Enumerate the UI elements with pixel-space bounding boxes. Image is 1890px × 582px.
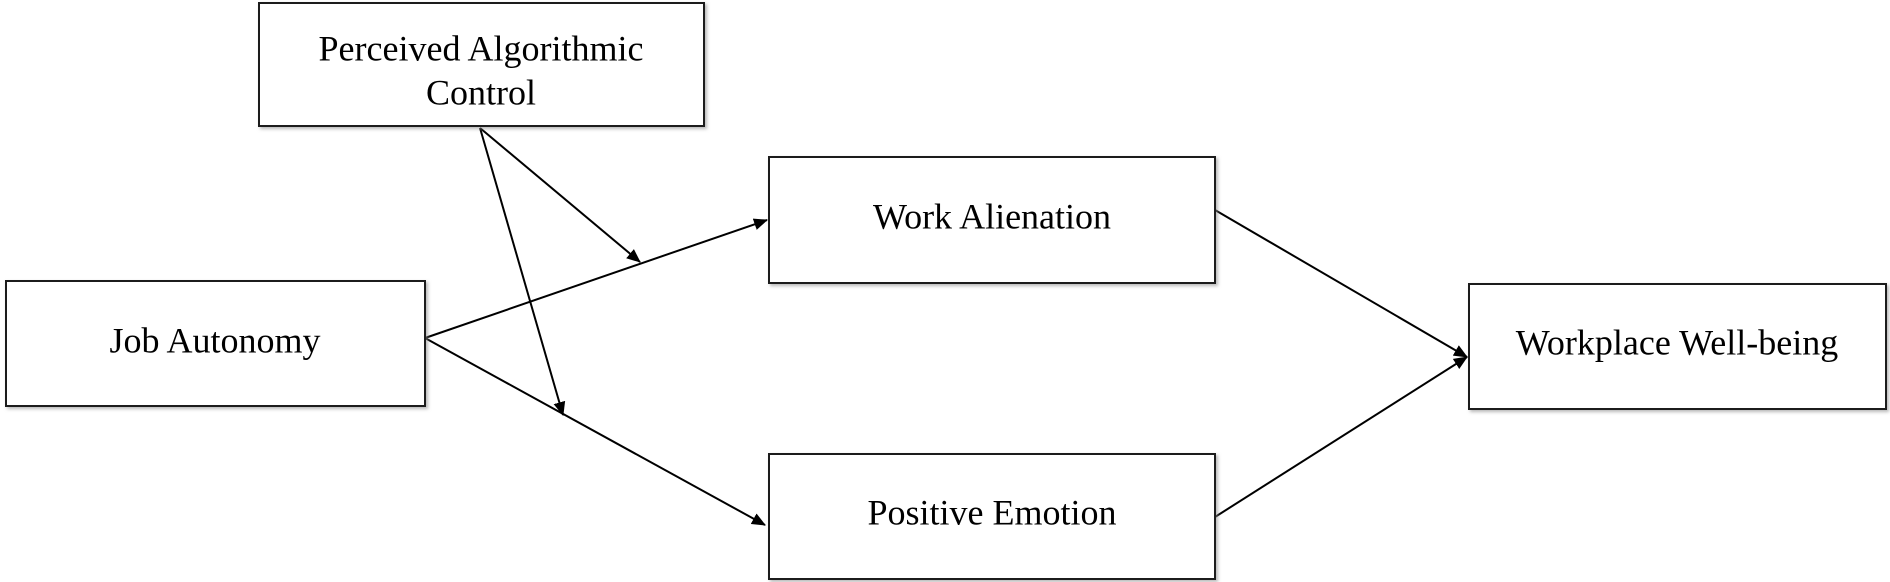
edge-work-alienation-to-workplace-well-being (1214, 209, 1468, 358)
node-label: Positive Emotion (867, 492, 1116, 532)
node-label: Work Alienation (873, 196, 1111, 236)
node-workplace-well-being: Workplace Well-being (1468, 283, 1887, 410)
edge-job-autonomy-to-work-alienation (424, 218, 768, 339)
node-box (768, 453, 1216, 580)
node-positive-emotion: Positive Emotion (768, 453, 1216, 580)
node-box (1468, 283, 1887, 410)
node-box (258, 2, 705, 127)
node-label-line2: Control (426, 72, 536, 112)
edge-pac-moderates-positive-emotion-path (479, 127, 566, 416)
node-label-line1: Perceived Algorithmic (319, 28, 644, 68)
node-label: Job Autonomy (109, 320, 320, 360)
node-box (768, 156, 1216, 284)
node-label: Workplace Well-being (1516, 322, 1838, 362)
edge-positive-emotion-to-workplace-well-being (1214, 356, 1468, 518)
edge-pac-moderates-work-alienation-path (479, 127, 641, 263)
edge-job-autonomy-to-positive-emotion (424, 337, 766, 526)
node-job-autonomy: Job Autonomy (5, 280, 426, 407)
node-perceived-algorithmic-control: Perceived Algorithmic Control (258, 2, 705, 127)
node-box (5, 280, 426, 407)
node-work-alienation: Work Alienation (768, 156, 1216, 284)
